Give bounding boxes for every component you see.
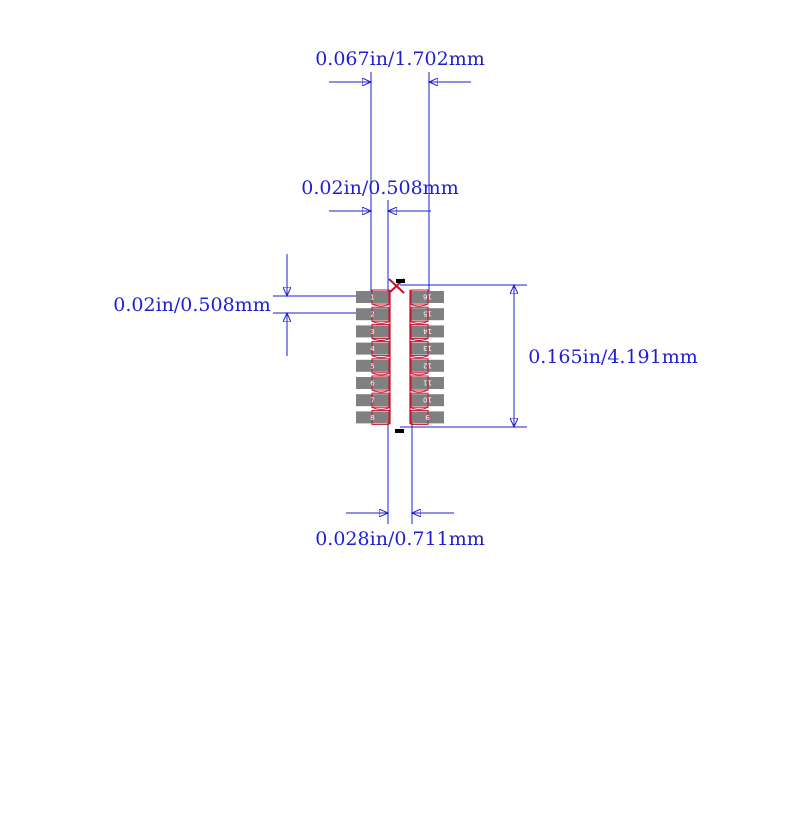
pin-number: 1 [370, 294, 374, 302]
pad-left: 4 [356, 341, 390, 357]
lead-separator [409, 303, 429, 307]
pin-number: 16 [423, 293, 432, 301]
pads-right: 16 15 14 13 12 11 10 9 [410, 289, 444, 425]
pad-right: 9 [410, 409, 444, 425]
lead-separator [409, 338, 429, 341]
dim-label-pad-height: 0.02in/0.508mm [113, 294, 270, 316]
lead-outline [410, 289, 429, 305]
lead-separator [371, 406, 391, 410]
lead-separator [371, 389, 391, 393]
pad-left: 3 [356, 323, 390, 339]
pad-right: 12 [410, 358, 444, 374]
pin-number: 3 [370, 328, 374, 336]
dim-pad-height: 0.02in/0.508mm [113, 254, 372, 356]
lead-outline [371, 289, 390, 305]
orientation-mark [395, 429, 404, 433]
dim-pad-width: 0.02in/0.508mm [301, 177, 459, 292]
lead-separator [409, 320, 429, 324]
dim-package-height: 0.165in/4.191mm [400, 285, 698, 427]
pad-left: 2 [356, 306, 390, 322]
lead-separator [409, 372, 429, 376]
pin-number: 4 [370, 345, 375, 353]
pad-left: 1 [356, 289, 390, 305]
lead-separator [371, 338, 391, 341]
pin-number: 5 [370, 362, 374, 370]
pad-left: 5 [356, 358, 390, 374]
lead-outline [410, 341, 429, 357]
dim-label-pad-width: 0.02in/0.508mm [301, 177, 458, 199]
pin-number: 14 [423, 327, 432, 335]
dim-label-pad-pitch-span: 0.067in/1.702mm [315, 48, 485, 70]
lead-outline [410, 375, 429, 391]
pin-number: 7 [370, 397, 374, 405]
lead-outline [371, 409, 390, 425]
pad-left: 8 [356, 409, 390, 425]
lead-outline [371, 323, 390, 339]
pin1-marker-icon [388, 278, 405, 294]
lead-outline [371, 341, 390, 357]
pin-number: 2 [370, 311, 374, 319]
pin-number: 8 [370, 414, 374, 422]
pad-left: 6 [356, 375, 390, 391]
pin-number: 15 [423, 310, 432, 318]
pad-right: 14 [410, 323, 444, 339]
lead-outline [371, 392, 390, 408]
package-outline [371, 290, 429, 424]
lead-outline [371, 358, 390, 374]
lead-separator [371, 320, 391, 324]
lead-separator [409, 355, 429, 359]
dim-pad-pitch-span: 0.067in/1.702mm [315, 48, 485, 292]
pin-number: 9 [425, 413, 429, 421]
dim-pad-gap: 0.028in/0.711mm [315, 420, 485, 550]
pad-right: 15 [410, 306, 444, 322]
pad-right: 10 [410, 392, 444, 408]
pin-number: 13 [423, 344, 432, 352]
dim-label-package-height: 0.165in/4.191mm [528, 346, 698, 368]
pad-left: 7 [356, 392, 390, 408]
lead-outline [410, 306, 429, 322]
pad-right: 16 [410, 289, 444, 305]
lead-separator [409, 406, 429, 410]
lead-outline [410, 358, 429, 374]
lead-separator [371, 355, 391, 359]
lead-outline [410, 392, 429, 408]
lead-outline [371, 375, 390, 391]
lead-separator [371, 303, 391, 307]
pin-number: 11 [423, 379, 432, 387]
pad-right: 13 [410, 341, 444, 357]
pin-number: 12 [423, 361, 432, 369]
pin-number: 10 [423, 396, 432, 404]
lead-outline [371, 306, 390, 322]
lead-separator [371, 372, 391, 376]
lead-separator [409, 389, 429, 393]
pads-left: 1 2 3 4 5 6 7 8 [356, 289, 390, 425]
pad-right: 11 [410, 375, 444, 391]
lead-outline [410, 409, 429, 425]
lead-outline [410, 323, 429, 339]
dim-label-pad-gap: 0.028in/0.711mm [315, 528, 485, 550]
pin-number: 6 [370, 380, 375, 388]
